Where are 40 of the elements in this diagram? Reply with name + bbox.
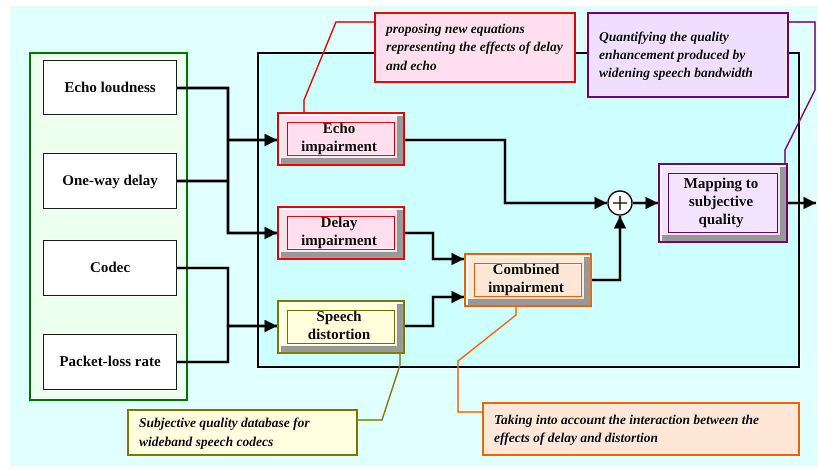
group-panel [29, 52, 188, 401]
callout-box [127, 409, 358, 456]
callout-box [374, 12, 576, 83]
process-box [277, 300, 405, 354]
leader-line [784, 21, 816, 163]
node-label: Mapping to subjective quality [682, 174, 760, 228]
process-box [277, 206, 405, 260]
arrow [405, 138, 607, 210]
arrow [788, 196, 816, 210]
callout-text: Taking into account the interaction between the effects of delay and distortion [494, 410, 760, 447]
callout-text: Quantifying the quality enhancement produced by widening speech bandwidth [599, 28, 754, 82]
arrow [177, 180, 277, 240]
arrow [405, 290, 464, 328]
callout-box [587, 12, 789, 98]
leader-line [457, 307, 517, 413]
node-label: Speech distortion [306, 308, 372, 344]
node-label: Codec [90, 259, 130, 277]
arrow [633, 196, 658, 210]
node-label: Echo loudness [64, 78, 156, 96]
node-label: Delay impairment [300, 214, 378, 250]
leader-line [358, 354, 401, 421]
arrow [177, 320, 277, 364]
node-label: One-way delay [62, 172, 158, 190]
arrow [405, 232, 464, 266]
node-label: Packet-loss rate [59, 353, 161, 371]
input-box [43, 334, 177, 390]
input-box [43, 153, 177, 209]
process-box [277, 112, 405, 166]
node-label: Echo impairment [300, 120, 378, 156]
leader-line [303, 21, 374, 112]
arrow [592, 216, 626, 282]
input-box [43, 60, 177, 115]
node-label: Combined impairment [487, 260, 565, 296]
input-box [43, 240, 177, 296]
process-box [658, 163, 788, 243]
summing-junction [607, 190, 633, 216]
callout-box [482, 402, 800, 456]
callout-text: proposing new equations representing the effects of delay and echo [386, 20, 564, 75]
process-box [464, 253, 592, 307]
callout-text: Subjective quality database for wideband speech codecs [139, 414, 311, 451]
